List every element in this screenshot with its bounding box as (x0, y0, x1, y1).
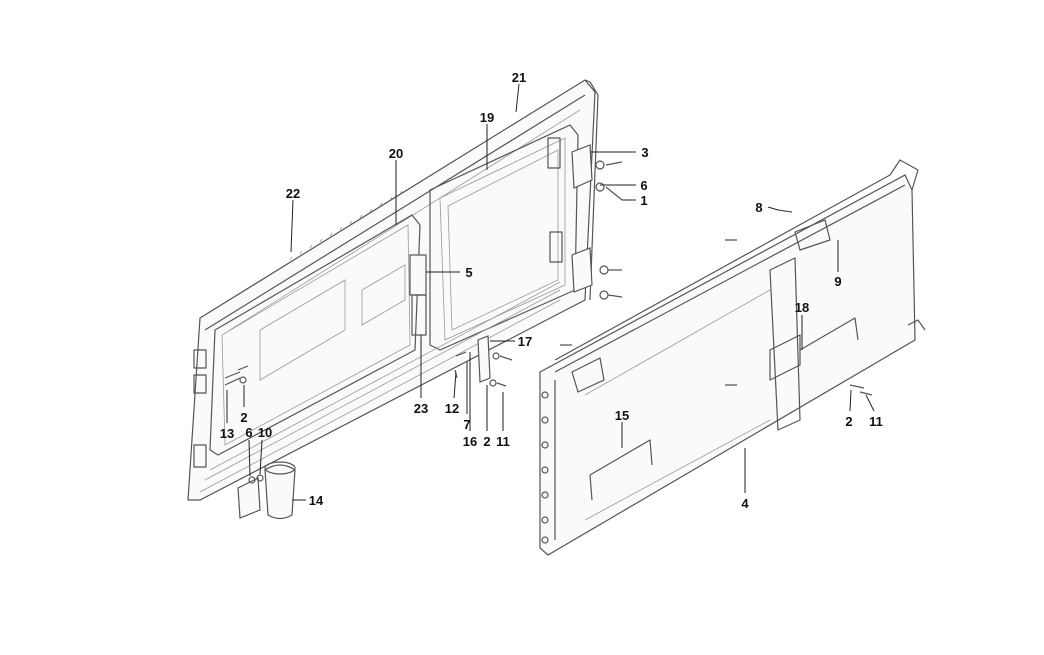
leader-lines (226, 83, 875, 501)
callout-10: 10 (258, 425, 272, 440)
callout-1: 1 (640, 193, 647, 208)
callout-14: 14 (309, 493, 324, 508)
callout-3: 3 (641, 145, 648, 160)
callout-19: 19 (480, 110, 494, 125)
callout-2: 2 (845, 414, 852, 429)
callout-9: 9 (834, 274, 841, 289)
callout-6: 6 (640, 178, 647, 193)
lower-left-parts (224, 365, 296, 520)
hinge-plates (571, 144, 623, 300)
callout-20: 20 (389, 146, 403, 161)
callout-6: 6 (245, 425, 252, 440)
callout-16: 16 (463, 434, 477, 449)
callout-2: 2 (240, 410, 247, 425)
callout-21: 21 (512, 70, 526, 85)
callout-13: 13 (220, 426, 234, 441)
callout-12: 12 (445, 401, 459, 416)
callout-11: 11 (869, 414, 883, 429)
callout-18: 18 (795, 300, 809, 315)
callout-labels: 21 19 20 22 3 6 1 5 8 9 17 18 23 12 7 16… (220, 70, 883, 511)
right-frame (539, 159, 926, 556)
callout-15: 15 (615, 408, 629, 423)
callout-11: 11 (496, 434, 510, 449)
callout-2: 2 (483, 434, 490, 449)
latch-bracket (454, 335, 513, 387)
callout-22: 22 (286, 186, 300, 201)
callout-17: 17 (518, 334, 532, 349)
callout-8: 8 (755, 200, 762, 215)
callout-4: 4 (741, 496, 749, 511)
callout-23: 23 (414, 401, 428, 416)
callout-5: 5 (465, 265, 472, 280)
callout-7: 7 (463, 417, 470, 432)
